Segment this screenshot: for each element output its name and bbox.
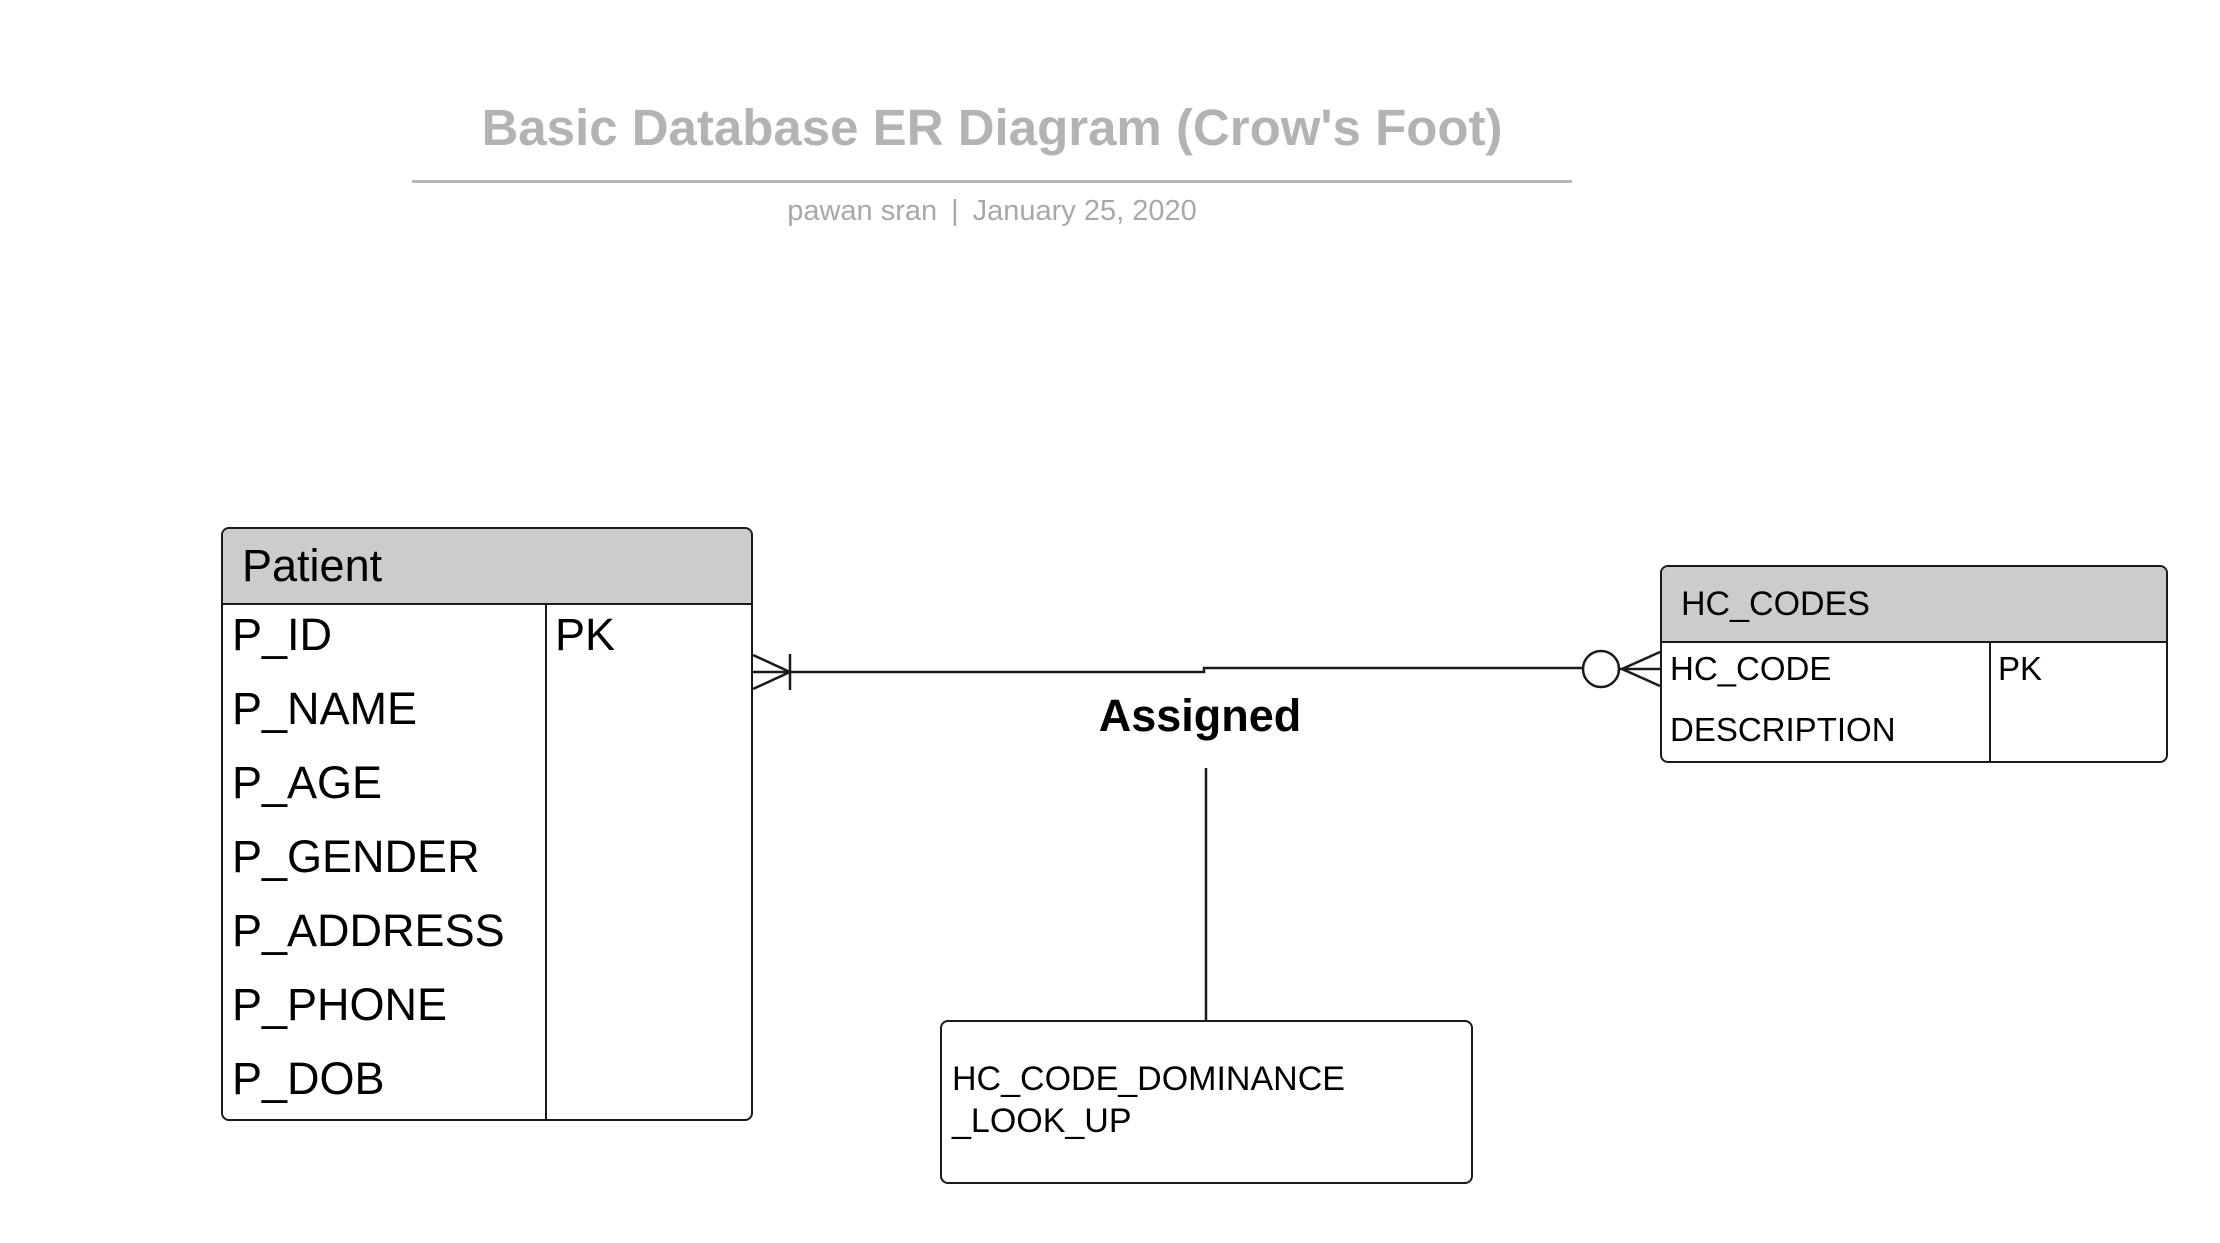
patient-entity-header: Patient bbox=[223, 529, 751, 605]
lookup-entity[interactable]: HC_CODE_DOMINANCE _LOOK_UP bbox=[940, 1020, 1473, 1184]
patient-entity[interactable]: Patient P_ID P_NAME P_AGE P_GENDER P_ADD… bbox=[221, 527, 753, 1121]
diagram-title: Basic Database ER Diagram (Crow's Foot) bbox=[481, 99, 1503, 156]
hc-codes-column-divider bbox=[1989, 643, 1991, 761]
patient-attribute: P_ADDRESS bbox=[232, 905, 505, 956]
patient-attribute: P_ID bbox=[232, 609, 333, 660]
hccodes-crowfoot-lower bbox=[1621, 667, 1661, 688]
hc-codes-entity[interactable]: HC_CODES HC_CODE DESCRIPTION PK bbox=[1660, 565, 2168, 763]
hc-codes-attribute: HC_CODE bbox=[1670, 650, 1832, 687]
hc-codes-entity-header: HC_CODES bbox=[1662, 567, 2166, 643]
author-name: pawan sran bbox=[787, 195, 938, 227]
relationship-line bbox=[753, 666, 1582, 674]
patient-crowfoot-upper bbox=[752, 653, 791, 674]
diagram-date: January 25, 2020 bbox=[972, 195, 1197, 227]
patient-crowfoot-lower bbox=[752, 670, 791, 691]
lookup-entity-name: HC_CODE_DOMINANCE _LOOK_UP bbox=[952, 1058, 1345, 1142]
diagram-subtitle: pawan sran | January 25, 2020 bbox=[412, 194, 1572, 228]
title-divider bbox=[412, 180, 1572, 183]
lookup-name-line: HC_CODE_DOMINANCE bbox=[952, 1060, 1345, 1098]
hc-codes-primary-key: PK bbox=[1998, 650, 2043, 687]
relationship-label: Assigned bbox=[1098, 690, 1302, 741]
patient-attribute: P_DOB bbox=[232, 1053, 385, 1104]
patient-attribute: P_PHONE bbox=[232, 979, 448, 1030]
patient-attribute: P_GENDER bbox=[232, 831, 480, 882]
lookup-name-line: _LOOK_UP bbox=[952, 1102, 1132, 1140]
patient-attribute: P_NAME bbox=[232, 683, 418, 734]
hccodes-crowfoot-upper bbox=[1621, 650, 1661, 671]
patient-attribute: P_AGE bbox=[232, 757, 383, 808]
hc-codes-attribute: DESCRIPTION bbox=[1670, 711, 1896, 748]
patient-column-divider bbox=[545, 605, 547, 1119]
subtitle-separator: | bbox=[951, 195, 959, 227]
hccodes-zero-circle bbox=[1581, 649, 1621, 689]
patient-primary-key: PK bbox=[555, 609, 616, 660]
